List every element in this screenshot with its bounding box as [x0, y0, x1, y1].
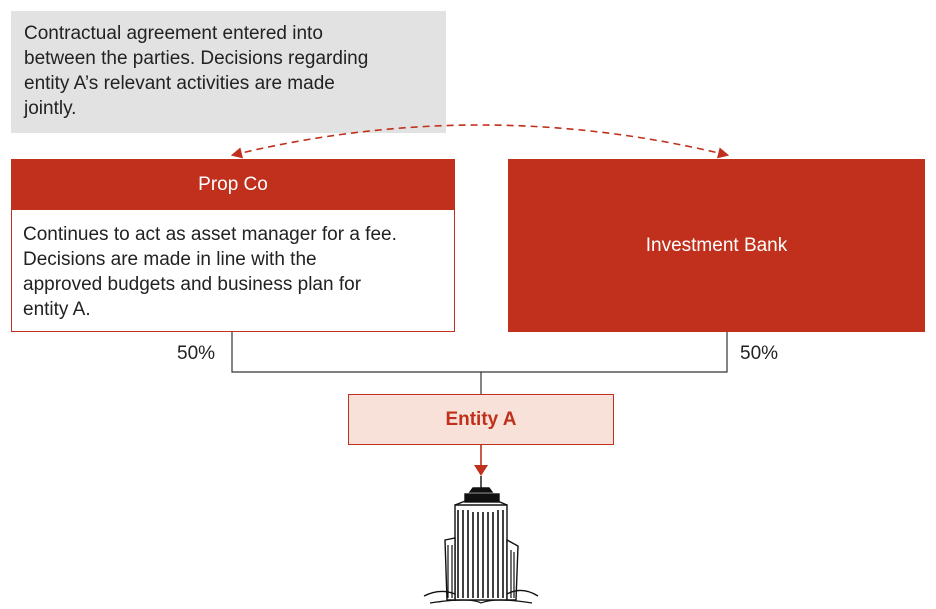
entity-down-arrow	[474, 465, 488, 476]
agreement-note: Contractual agreement entered into betwe…	[11, 11, 446, 133]
description-line: Continues to act as asset manager for a …	[23, 224, 397, 245]
note-line: between the parties. Decisions regarding	[24, 48, 369, 69]
entity-a-title: Entity A	[445, 408, 517, 430]
entity-a-box: Entity A	[348, 394, 614, 445]
description-line: approved budgets and business plan for	[23, 274, 362, 295]
prop-co-description: Continues to act as asset manager for a …	[11, 210, 455, 332]
prop-co-ownership-pct: 50%	[177, 343, 216, 364]
joint-agreement-arrow	[230, 124, 730, 159]
note-line: entity A’s relevant activities are made	[24, 73, 335, 94]
description-line: entity A.	[23, 299, 91, 320]
investment-bank-box: Investment Bank	[508, 159, 925, 332]
prop-co-header: Prop Co	[11, 159, 455, 210]
ownership-connector	[231, 332, 728, 373]
prop-co-title: Prop Co	[198, 173, 268, 195]
note-line: Contractual agreement entered into	[24, 23, 323, 44]
investment-bank-ownership-pct: 50%	[740, 343, 779, 364]
investment-bank-title: Investment Bank	[645, 234, 788, 256]
building-icon	[423, 476, 539, 604]
note-line: jointly.	[24, 98, 77, 119]
description-line: Decisions are made in line with the	[23, 249, 317, 270]
